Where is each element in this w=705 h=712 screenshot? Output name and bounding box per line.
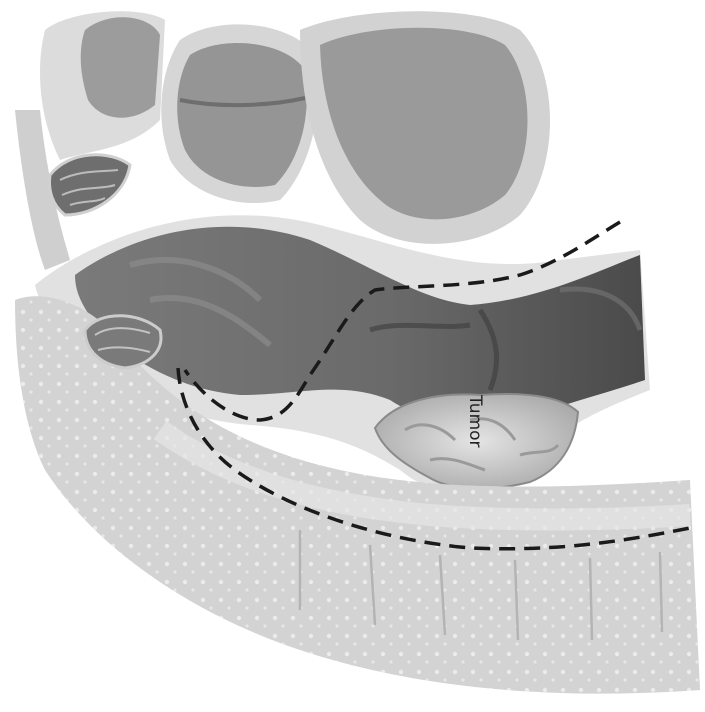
center-bone — [177, 43, 307, 187]
left-bone — [81, 17, 160, 117]
tumor-label: Tumor — [465, 394, 485, 448]
textured-structure-upper — [50, 155, 130, 215]
pelvic-bones — [40, 11, 550, 244]
